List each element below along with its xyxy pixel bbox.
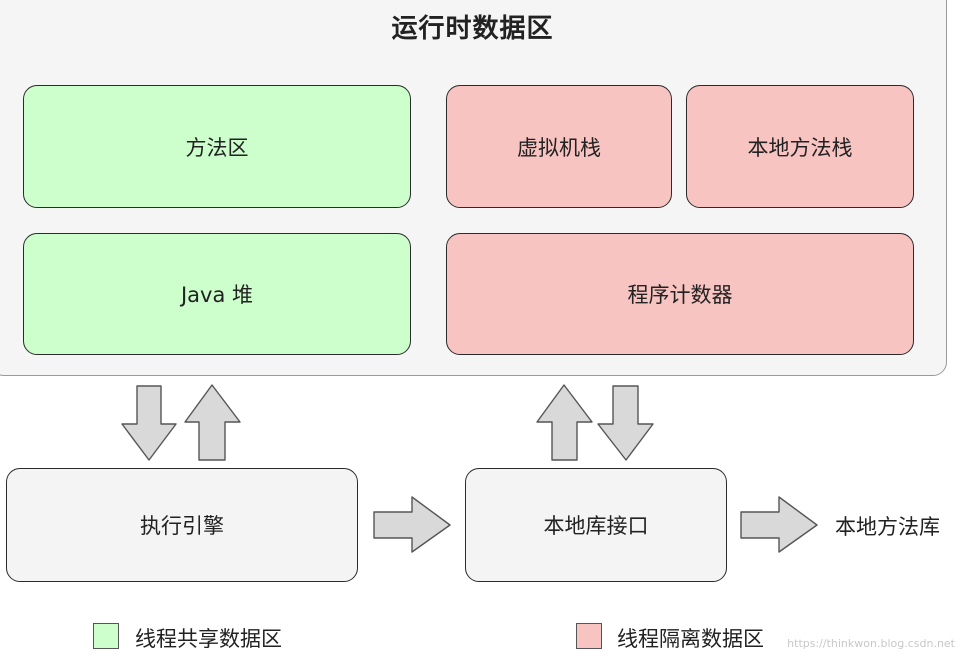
program-counter-label: 程序计数器 bbox=[627, 283, 733, 307]
right-arrow-icon bbox=[740, 496, 818, 553]
watermark-text: https://thinkwon.blog.csdn.net bbox=[787, 637, 955, 650]
java-heap-label: Java 堆 bbox=[180, 283, 254, 307]
method-area-box: 方法区 bbox=[23, 85, 411, 208]
down-arrow-icon bbox=[597, 385, 654, 461]
native-interface-label: 本地库接口 bbox=[543, 514, 649, 538]
runtime-data-area-title: 运行时数据区 bbox=[391, 14, 554, 44]
execution-engine-label: 执行引擎 bbox=[140, 514, 224, 538]
right-arrow-icon bbox=[373, 496, 451, 553]
vm-stack-label: 虚拟机栈 bbox=[517, 135, 601, 160]
legend-isolated-swatch bbox=[576, 623, 602, 649]
legend-shared-label: 线程共享数据区 bbox=[135, 627, 282, 651]
legend-shared-swatch bbox=[93, 623, 119, 649]
up-arrow-icon bbox=[184, 384, 241, 461]
method-area-label: 方法区 bbox=[185, 135, 249, 160]
native-interface-box: 本地库接口 bbox=[465, 468, 727, 582]
vm-stack-box: 虚拟机栈 bbox=[446, 85, 672, 208]
program-counter-box: 程序计数器 bbox=[446, 233, 914, 355]
execution-engine-box: 执行引擎 bbox=[6, 468, 358, 582]
down-arrow-icon bbox=[121, 385, 177, 461]
legend-isolated-label: 线程隔离数据区 bbox=[617, 627, 764, 651]
native-method-stack-label: 本地方法栈 bbox=[747, 135, 853, 160]
native-method-stack-box: 本地方法栈 bbox=[686, 85, 914, 208]
native-library-label: 本地方法库 bbox=[835, 515, 940, 539]
java-heap-box: Java 堆 bbox=[23, 233, 411, 355]
up-arrow-icon bbox=[536, 384, 593, 461]
